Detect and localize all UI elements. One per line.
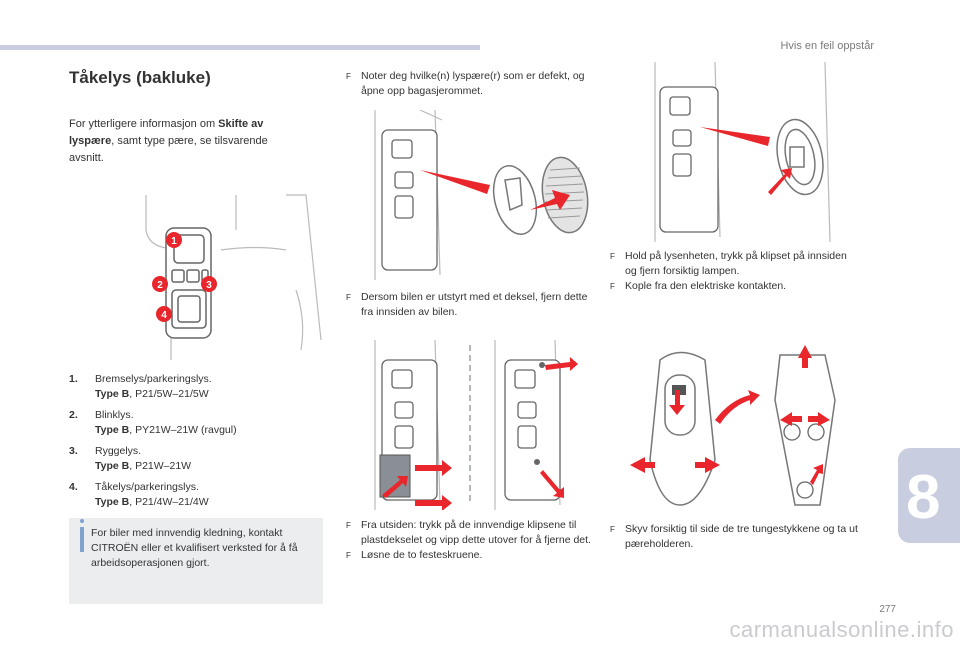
section-header: Hvis en feil oppstår: [780, 40, 874, 52]
note-text: For biler med innvendig kledning, kontak…: [91, 527, 298, 569]
callout-3: 3: [206, 280, 212, 291]
bulb-holder-figure: [630, 345, 836, 506]
info-note: For biler med innvendig kledning, kontak…: [69, 518, 323, 604]
intro-link-text: Skifte av lyspære: [69, 118, 264, 147]
lamp-overview-figure: 1 2 3 4: [145, 194, 322, 360]
chapter-number: 8: [906, 463, 941, 532]
legend-item: 4. Tåkelys/parkeringslys.Type B, P21/4W–…: [69, 481, 209, 508]
intro-prefix: For ytterligere informasjon om: [69, 118, 219, 130]
callout-1: 1: [171, 236, 177, 247]
bulb-legend: 1. Bremselys/parkeringslys.Type B, P21/5…: [69, 372, 319, 516]
header-accent-bar: [0, 45, 480, 50]
legend-item: 2. Blinklys.Type B, PY21W–21W (ravgul): [69, 409, 237, 436]
bullet-marker: F: [346, 72, 351, 81]
trim-cover-figure: [374, 110, 589, 280]
callout-2: 2: [157, 280, 163, 291]
callout-4: 4: [161, 310, 167, 321]
clips-screws-figure: [374, 340, 578, 510]
page-title: Tåkelys (bakluke): [69, 68, 211, 87]
remove-lamp-figure: [654, 62, 831, 242]
info-icon-bar: [80, 527, 84, 552]
legend-item: 1. Bremselys/parkeringslys.Type B, P21/5…: [69, 373, 212, 400]
watermark: carmanualsonline.info: [729, 617, 954, 642]
intro-paragraph: For ytterligere informasjon om Skifte av…: [69, 116, 299, 167]
info-icon: [80, 519, 84, 523]
page-number: 277: [879, 604, 896, 615]
chapter-tab: 8: [898, 448, 960, 543]
legend-item: 3. Ryggelys.Type B, P21W–21W: [69, 445, 192, 472]
intro-suffix: , samt type pære, se tilsvarende avsnitt…: [69, 135, 268, 164]
